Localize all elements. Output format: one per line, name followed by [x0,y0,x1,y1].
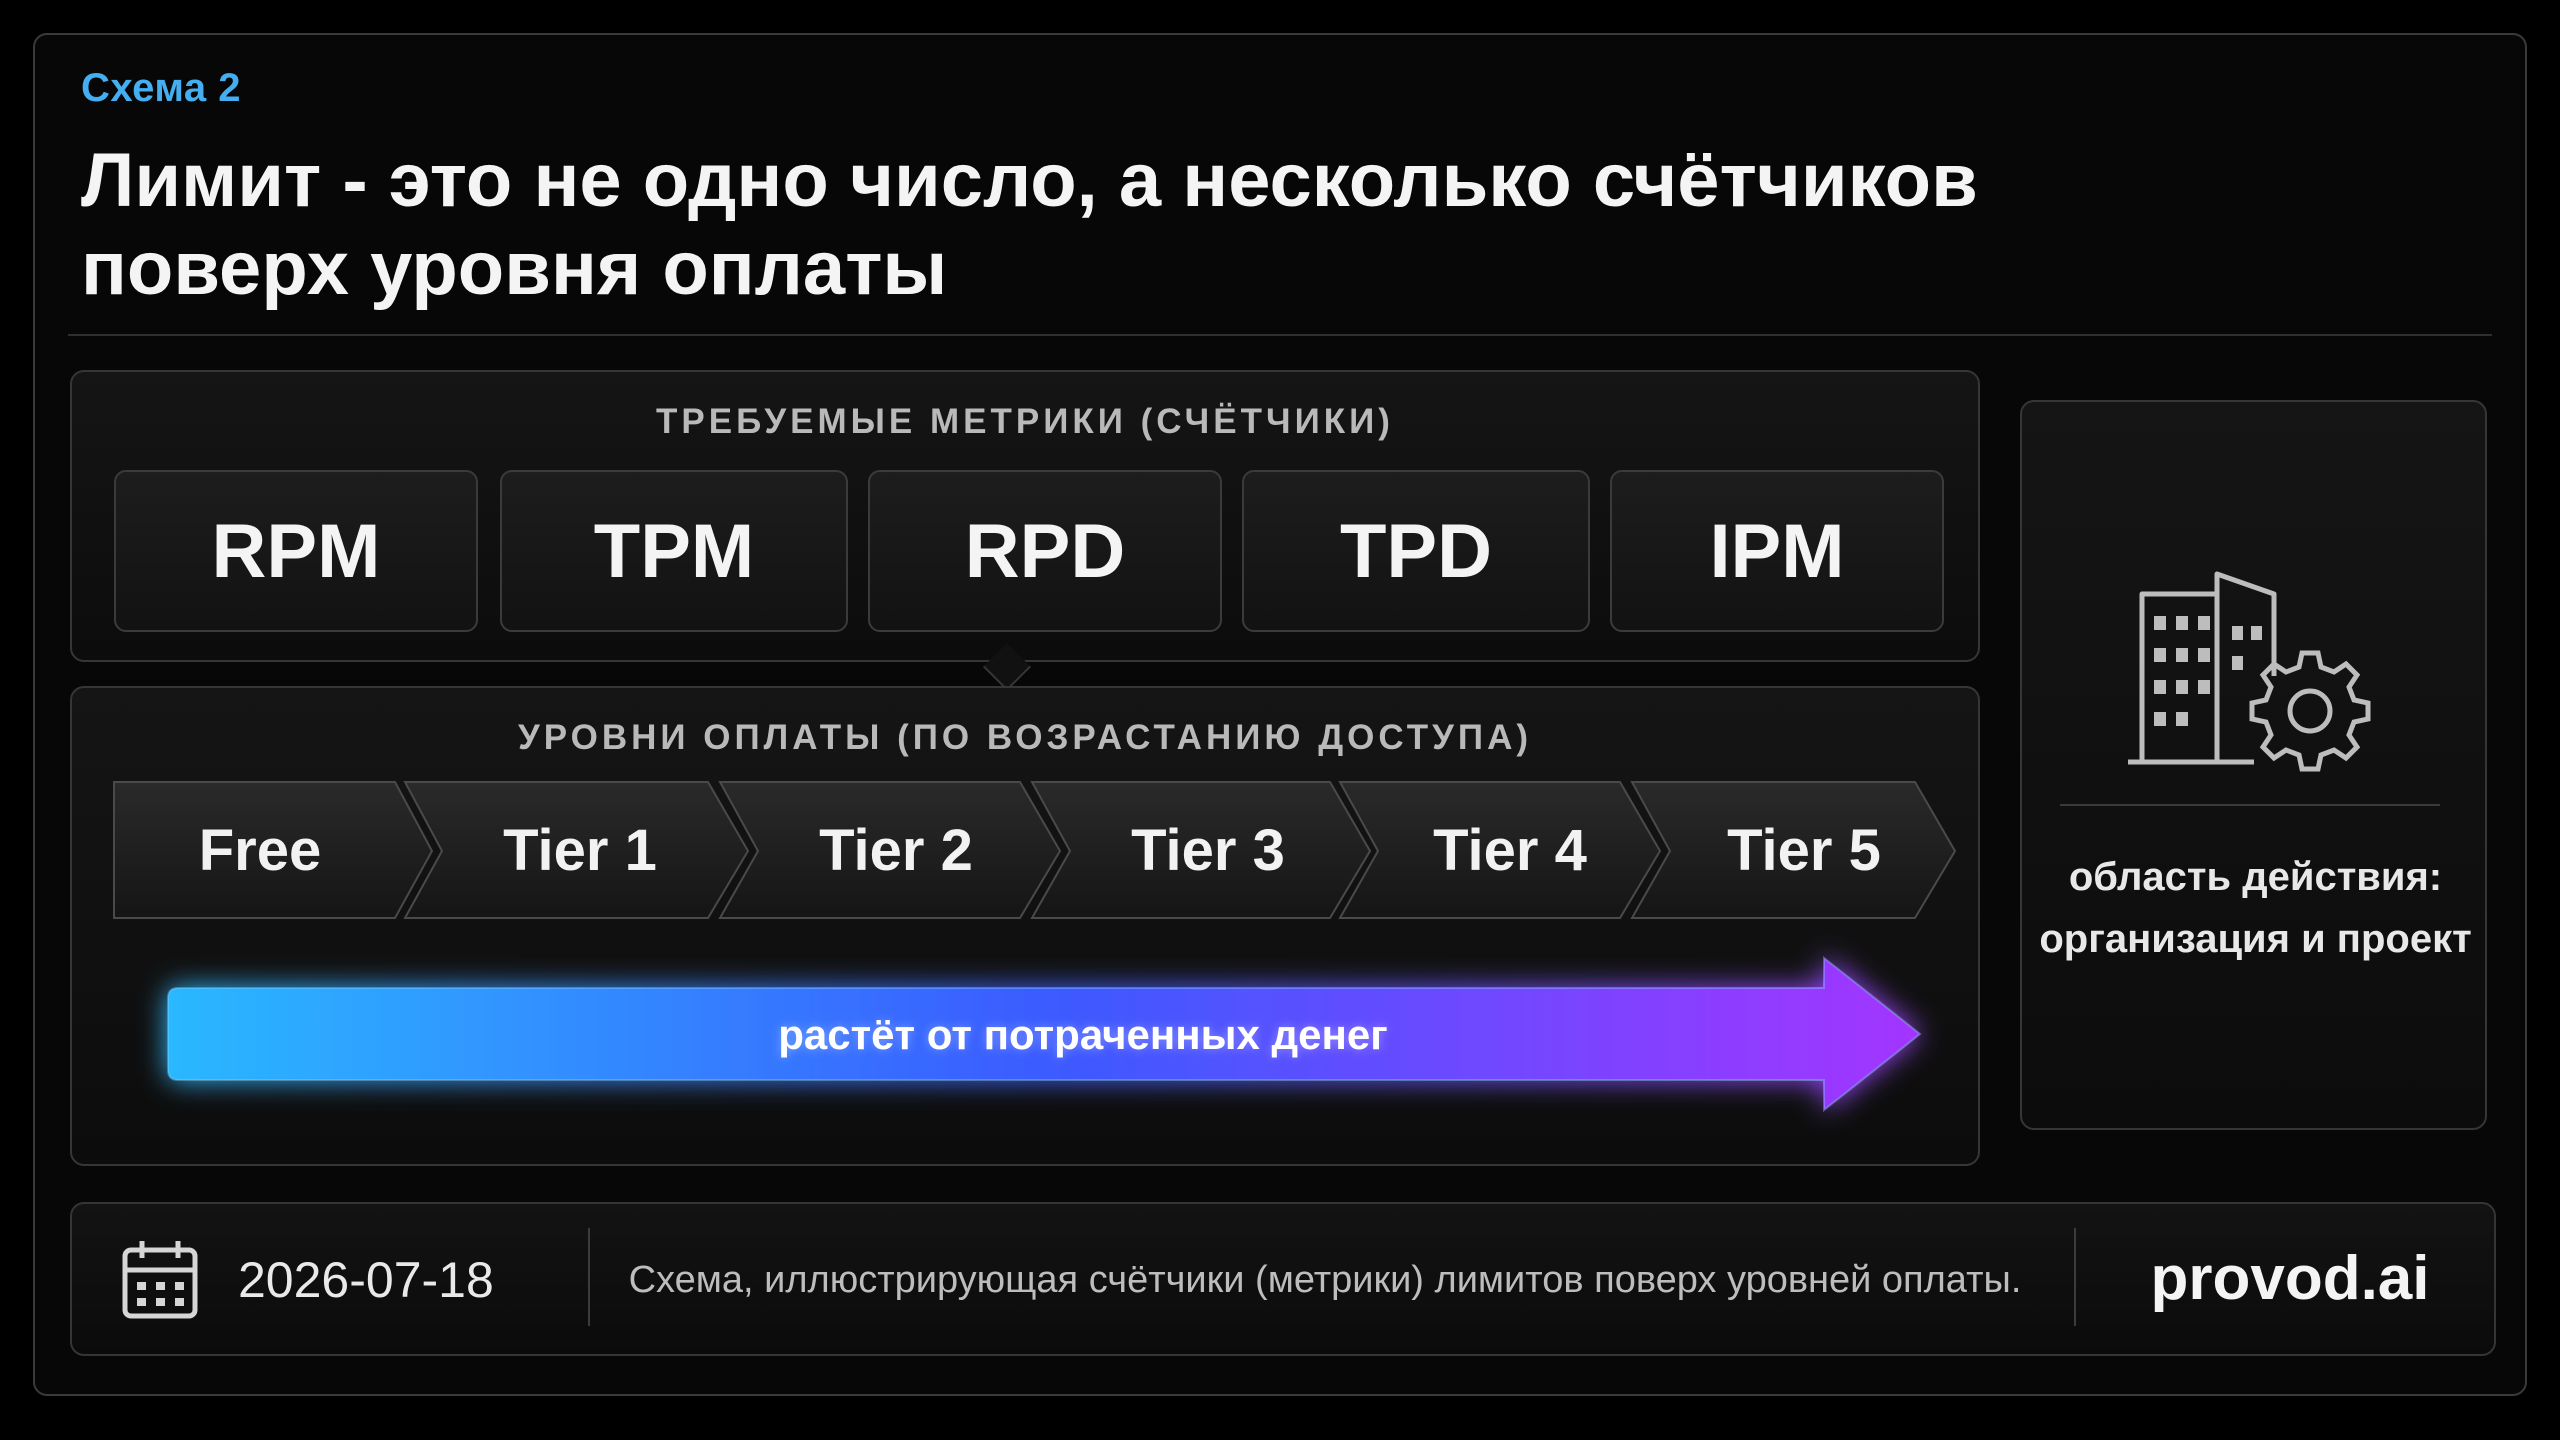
tier-label-free: Free [198,818,322,883]
metric-rpd: RPD [868,470,1222,632]
footer-caption: Схема, иллюстрирующая счётчики (метрики)… [628,1259,2022,1301]
scope-panel [2020,400,2487,1130]
metric-rpm: RPM [114,470,478,632]
tier-label-1: Tier 1 [503,818,657,883]
building-gear-icon [2128,571,2371,772]
footer-separator-2 [2074,1228,2076,1326]
diagram-kicker: Схема 2 [81,66,242,110]
tier-label-4: Tier 4 [1433,818,1587,883]
tiers-section-label: УРОВНИ ОПЛАТЫ (ПО ВОЗРАСТАНИЮ ДОСТУПА) [517,718,1533,757]
footer-date: 2026-07-18 [238,1252,494,1308]
growth-label: растёт от потраченных денег [778,1011,1388,1058]
metrics-section-label: ТРЕБУЕМЫЕ МЕТРИКИ (СЧЁТЧИКИ) [656,402,1394,441]
metric-ipm: IPM [1610,470,1944,632]
tier-chevron-free [113,781,434,919]
page-title: Лимит - это не одно число, а несколько с… [81,138,1978,311]
scope-divider [2060,804,2440,806]
metric-tpm: TPM [500,470,848,632]
tier-chevron-1 [403,781,750,919]
tier-label-5: Tier 5 [1727,818,1881,883]
tier-chevron-4 [1338,781,1662,919]
tier-chevron-5 [1630,781,1957,919]
footer-bar [70,1202,2496,1356]
footer-brand: provod.ai [2150,1244,2430,1313]
growth-arrow-shape [167,955,1922,1113]
tier-chevron-3 [1030,781,1372,919]
calendar-icon [122,1241,198,1319]
tiers-panel: УРОВНИ ОПЛАТЫ (ПО ВОЗРАСТАНИЮ ДОСТУПА) [70,686,1980,1166]
title-divider [68,334,2492,336]
metric-tpd: TPD [1242,470,1590,632]
tier-label-3: Tier 3 [1131,818,1285,883]
tier-label-2: Tier 2 [819,818,973,883]
tier-chevron-2 [718,781,1062,919]
scope-text: область действия: организация и проект [2039,855,2472,961]
footer-separator-1 [588,1228,590,1326]
metrics-panel: ТРЕБУЕМЫЕ МЕТРИКИ (СЧЁТЧИКИ) RPM TPM RPD… [70,370,1980,662]
